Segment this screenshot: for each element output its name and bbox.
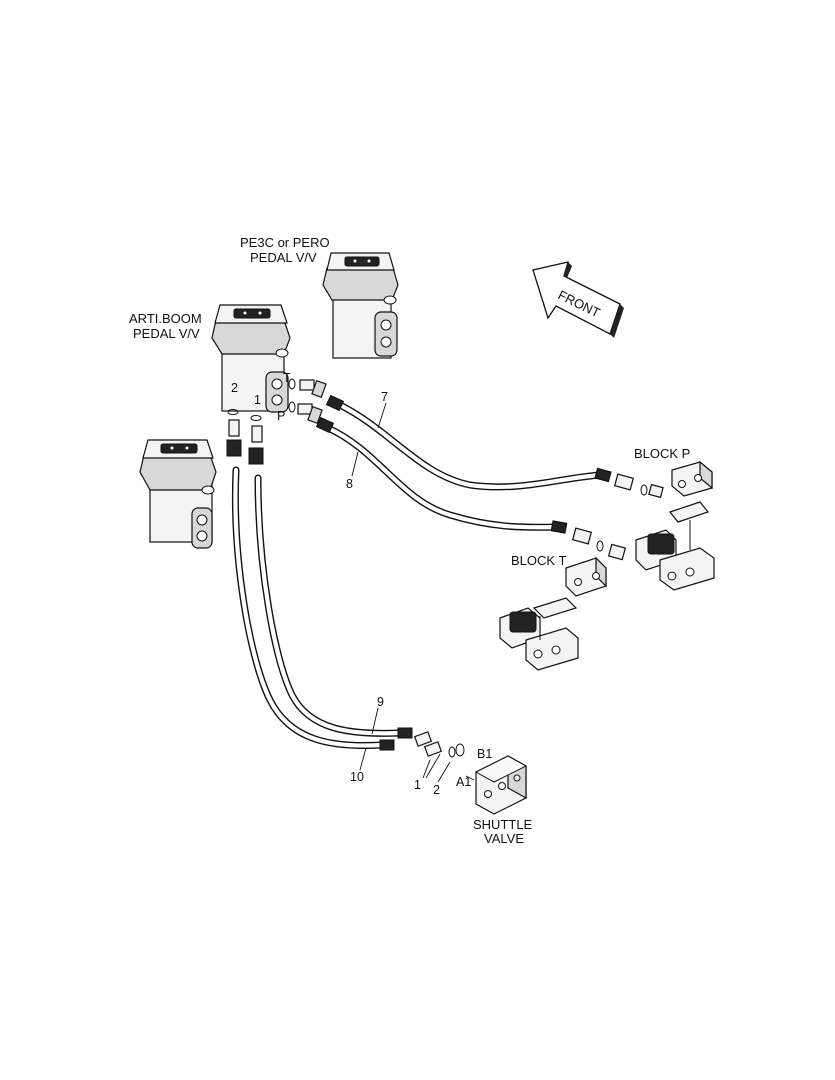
port-p-label: P — [277, 409, 285, 423]
block-p-label: BLOCK P — [634, 446, 690, 461]
hose-9 — [254, 474, 404, 737]
port-a1-label: A1 — [456, 775, 471, 789]
callout-7: 7 — [381, 390, 388, 404]
pe3c-pedal-valve — [322, 252, 399, 359]
port-1-label: 1 — [254, 393, 261, 407]
shuttle-label-line1: SHUTTLE — [473, 817, 533, 832]
t-port-fitting — [288, 378, 327, 399]
front-arrow: FRONT — [532, 261, 624, 338]
callout-8: 8 — [346, 477, 353, 491]
hose-10 — [231, 466, 386, 750]
port-2-fitting — [226, 409, 242, 457]
pe3c-label-line1: PE3C or PERO — [240, 235, 330, 250]
callout-2: 2 — [433, 783, 440, 797]
arti-boom-pedal-valve — [211, 304, 291, 413]
arti-label-line2: PEDAL V/V — [133, 326, 200, 341]
shuttle-valve — [474, 754, 528, 815]
block-t — [499, 556, 607, 671]
port-2-label: 2 — [231, 381, 238, 395]
pe3c-label-line2: PEDAL V/V — [250, 250, 317, 265]
callout-1: 1 — [414, 778, 421, 792]
port-t-label: T — [283, 371, 291, 385]
left-pedal-valve — [139, 439, 217, 549]
hose-8 — [324, 424, 559, 531]
block-t-label: BLOCK T — [511, 553, 566, 568]
callout-10: 10 — [350, 770, 364, 784]
callout-9: 9 — [377, 695, 384, 709]
port-b1-label: B1 — [477, 747, 492, 761]
arti-label-line1: ARTI.BOOM — [129, 311, 202, 326]
port-1-fitting — [248, 415, 264, 465]
hose-7 — [336, 401, 604, 491]
block-p — [635, 460, 715, 591]
shuttle-label-line2: VALVE — [484, 831, 524, 846]
p-port-fitting — [288, 401, 323, 425]
